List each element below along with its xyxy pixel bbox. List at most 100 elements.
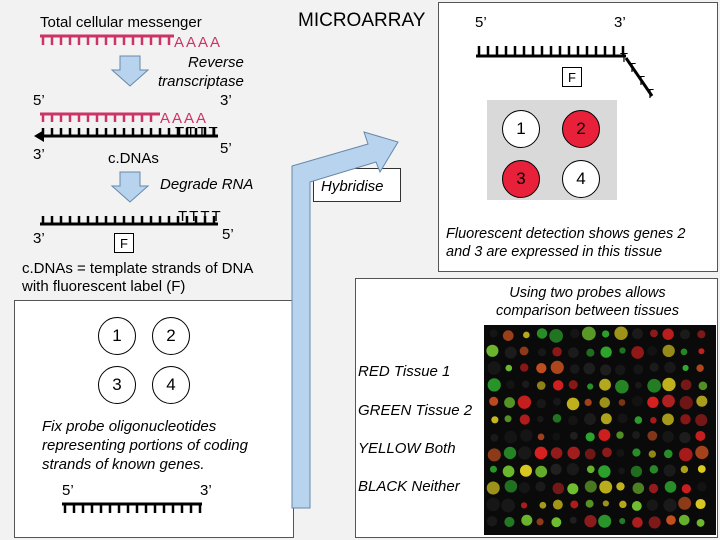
array-spot	[681, 484, 691, 494]
array-spot	[632, 517, 643, 528]
array-spot	[647, 345, 658, 356]
array-spot	[648, 483, 659, 494]
array-spot	[662, 430, 674, 443]
array-spot	[519, 464, 532, 477]
array-spot	[664, 361, 676, 374]
legend-black: BLACK Neither	[358, 478, 460, 495]
array-spot	[678, 496, 692, 510]
array-spot	[552, 432, 561, 441]
array-spot	[680, 348, 688, 356]
array-spot	[506, 380, 515, 389]
array-spot	[602, 330, 610, 338]
three-prime-label-2: 3’	[33, 146, 45, 163]
array-spot	[619, 347, 626, 354]
array-spot	[599, 480, 613, 494]
array-spot	[567, 483, 579, 495]
array-spot	[521, 514, 533, 526]
array-spot	[647, 430, 658, 441]
array-spot	[536, 328, 548, 339]
array-spot	[632, 328, 643, 340]
array-spot	[616, 482, 625, 491]
array-spot	[536, 398, 547, 409]
array-spot	[585, 432, 595, 442]
array-spot	[616, 431, 624, 439]
array-spot	[490, 433, 499, 442]
array-spot	[650, 329, 658, 338]
array-spot	[631, 501, 642, 511]
page-title: MICROARRAY	[298, 10, 426, 31]
array-spot	[535, 481, 546, 492]
array-spot	[695, 445, 709, 460]
detect-spot-4: 4	[562, 160, 600, 198]
array-spot	[598, 465, 611, 478]
legend-yellow: YELLOW Both	[358, 440, 456, 457]
array-spot	[600, 364, 612, 376]
array-spot	[489, 329, 498, 338]
five-prime-label-4: 5’	[62, 482, 74, 499]
tail-t-1: T	[620, 50, 628, 65]
tail-t-2: T	[628, 60, 636, 75]
array-spot	[519, 346, 529, 356]
array-spot	[617, 413, 628, 424]
array-spot	[695, 430, 706, 441]
three-prime-label-4: 3’	[200, 482, 212, 499]
array-spot	[697, 330, 706, 339]
array-spot	[664, 481, 677, 493]
array-spot	[647, 378, 662, 393]
array-spot	[632, 431, 640, 439]
array-spot	[550, 463, 562, 475]
hybrid-polya: AAAA	[160, 110, 209, 127]
array-spot	[630, 465, 643, 478]
right-fluorescent-label-f: F	[562, 67, 582, 87]
array-spot	[584, 398, 592, 407]
array-spot	[647, 396, 659, 408]
array-spot	[517, 395, 532, 409]
array-spot	[584, 480, 597, 493]
array-spot	[696, 395, 708, 407]
array-spot	[695, 498, 706, 510]
array-spot	[519, 414, 530, 425]
array-spot	[518, 482, 530, 494]
array-spot	[550, 447, 563, 459]
array-spot	[679, 329, 690, 340]
array-spot	[489, 465, 497, 473]
microarray-spots	[486, 326, 709, 529]
array-spot	[663, 464, 676, 477]
array-spot	[503, 446, 517, 460]
array-spot	[648, 450, 657, 458]
array-spot	[662, 344, 675, 358]
array-spot	[698, 381, 708, 391]
array-spot	[568, 347, 579, 358]
cdna-arrowhead	[34, 130, 44, 142]
array-spot	[635, 381, 642, 389]
array-spot	[616, 449, 625, 458]
five-prime-label-2: 5’	[220, 140, 232, 157]
array-spot	[633, 364, 644, 375]
right-five-prime-label: 5’	[475, 14, 487, 31]
array-spot	[678, 514, 690, 526]
polya-tail: AAAA	[174, 34, 223, 51]
array-spot	[537, 433, 545, 441]
right-three-prime-label: 3’	[614, 14, 626, 31]
array-spot	[520, 502, 528, 509]
array-spot	[536, 518, 544, 526]
array-spot	[489, 396, 499, 406]
array-spot	[680, 379, 692, 391]
rt-label-text: Reverse transcriptase	[158, 54, 244, 90]
probe-spot-2: 2	[152, 317, 190, 355]
array-spot	[619, 517, 626, 525]
array-spot	[682, 364, 689, 372]
probe-spot-4: 4	[152, 366, 190, 404]
array-spot	[566, 397, 580, 411]
three-prime-label-1: 3’	[220, 92, 232, 109]
array-spot	[584, 413, 596, 426]
array-spot	[680, 465, 689, 474]
array-spot	[504, 346, 517, 359]
array-spot	[631, 395, 643, 407]
probe-spot-1: 1	[98, 317, 136, 355]
tail-t-3: T	[637, 73, 645, 88]
array-spot	[584, 448, 596, 460]
array-spot	[662, 328, 674, 340]
array-spot	[598, 514, 612, 528]
labelled-polyt: TTTT	[178, 208, 223, 225]
